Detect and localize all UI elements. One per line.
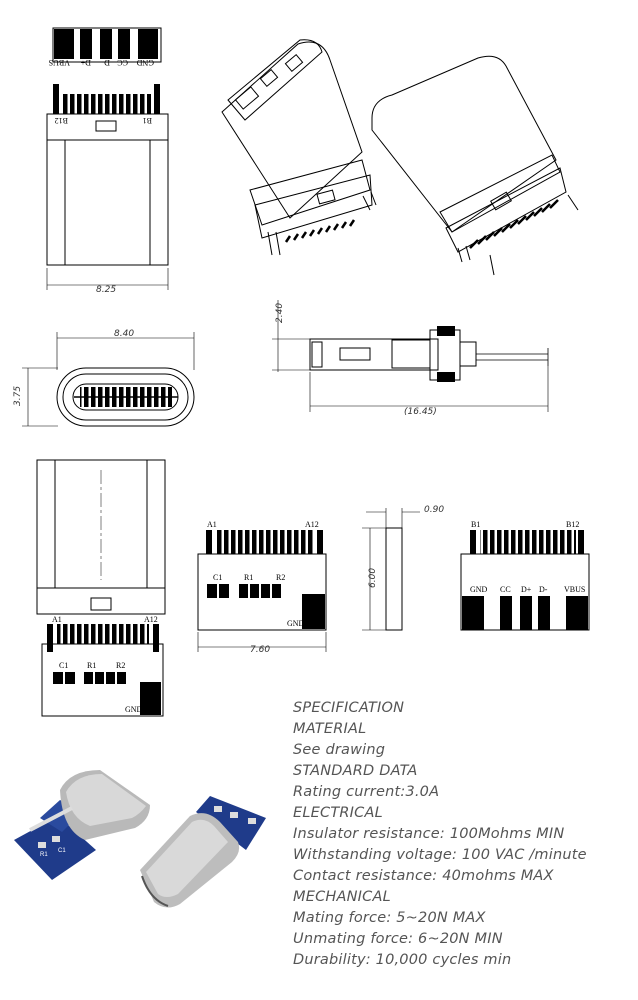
front-view-top: VBUS D+ D- CC GND B12 B1 8.25 (46, 27, 169, 295)
dim-width-825: 8.25 (96, 285, 116, 295)
spec-contact-resistance: Contact resistance: 40mohms MAX (293, 868, 554, 884)
isometric-view-2 (371, 55, 579, 276)
pcb-a-side-view: A1 A12 C1 R1 R2 GND 7.60 (197, 520, 327, 655)
pad-label-vbus: VBUS (49, 58, 70, 67)
pad-label-dminus: D- (101, 58, 110, 67)
spec-withstanding-voltage: Withstanding voltage: 100 VAC /minute (293, 847, 587, 863)
dim-height-375: 3.75 (13, 386, 23, 406)
spec-title: SPECIFICATION (293, 700, 405, 716)
pad-label-dplus: D+ (80, 58, 91, 67)
label-b-gnd: GND (470, 585, 488, 594)
label-c1: C1 (213, 573, 222, 582)
dim-length-1645: (16.45) (404, 407, 437, 417)
spec-material-value: See drawing (293, 742, 386, 758)
label-b1: B1 (471, 520, 480, 529)
plug-with-pcb-view: A1 A12 C1 R1 R2 GND (36, 459, 166, 717)
label-a12-left: A12 (144, 615, 158, 624)
spec-standard-data: STANDARD DATA (293, 763, 418, 779)
label-a12: A12 (305, 520, 319, 529)
spec-material: MATERIAL (293, 721, 367, 737)
label-r2-left: R2 (116, 661, 125, 670)
specification-text: SPECIFICATION MATERIAL See drawing STAND… (293, 698, 633, 971)
label-r1: R1 (244, 573, 253, 582)
label-b12: B12 (566, 520, 579, 529)
dim-thickness-090: 0.90 (424, 505, 444, 515)
spec-mating-force: Mating force: 5~20N MAX (293, 910, 486, 926)
spec-insulator-resistance: Insulator resistance: 100Mohms MIN (293, 826, 565, 842)
product-photo-2 (140, 796, 266, 908)
dim-height-240: 2.40 (275, 303, 285, 323)
label-gnd-left: GND (125, 705, 143, 714)
spec-rating-current: Rating current:3.0A (293, 784, 440, 800)
pad-label-cc: CC (117, 58, 128, 67)
label-b-vbus: VBUS (564, 585, 585, 594)
label-r1-left: R1 (87, 661, 96, 670)
pad-label-gnd: GND (136, 58, 154, 67)
isometric-view-1 (221, 39, 377, 256)
spec-electrical: ELECTRICAL (293, 805, 383, 821)
side-view: 2.40 (16.45) (272, 300, 549, 417)
dim-width-840: 8.40 (114, 329, 134, 339)
pcb-b-side-view: B1 B12 GND CC D+ D- VBUS (460, 520, 590, 631)
dim-height-600: 6.00 (368, 568, 378, 588)
label-r2: R2 (276, 573, 285, 582)
label-b1: B1 (143, 116, 152, 125)
mating-face-view: 8.40 3.75 (13, 329, 195, 427)
label-c1-left: C1 (59, 661, 68, 670)
label-b-cc: CC (500, 585, 511, 594)
pcb-thickness-view: 0.90 6.00 (362, 505, 444, 631)
spec-mechanical: MECHANICAL (293, 889, 391, 905)
dim-width-760: 7.60 (250, 645, 270, 655)
label-a1-left: A1 (52, 615, 62, 624)
product-photo-1: R1 C1 (14, 770, 150, 880)
label-gnd: GND (287, 619, 305, 628)
photo1-label-c1: C1 (58, 848, 66, 854)
photo1-label-r1: R1 (40, 852, 48, 858)
spec-unmating-force: Unmating force: 6~20N MIN (293, 931, 503, 947)
label-b12: B12 (55, 116, 68, 125)
label-a1: A1 (207, 520, 217, 529)
spec-durability: Durability: 10,000 cycles min (293, 952, 512, 968)
label-b-dplus: D+ (521, 585, 532, 594)
label-b-dminus: D- (539, 585, 548, 594)
